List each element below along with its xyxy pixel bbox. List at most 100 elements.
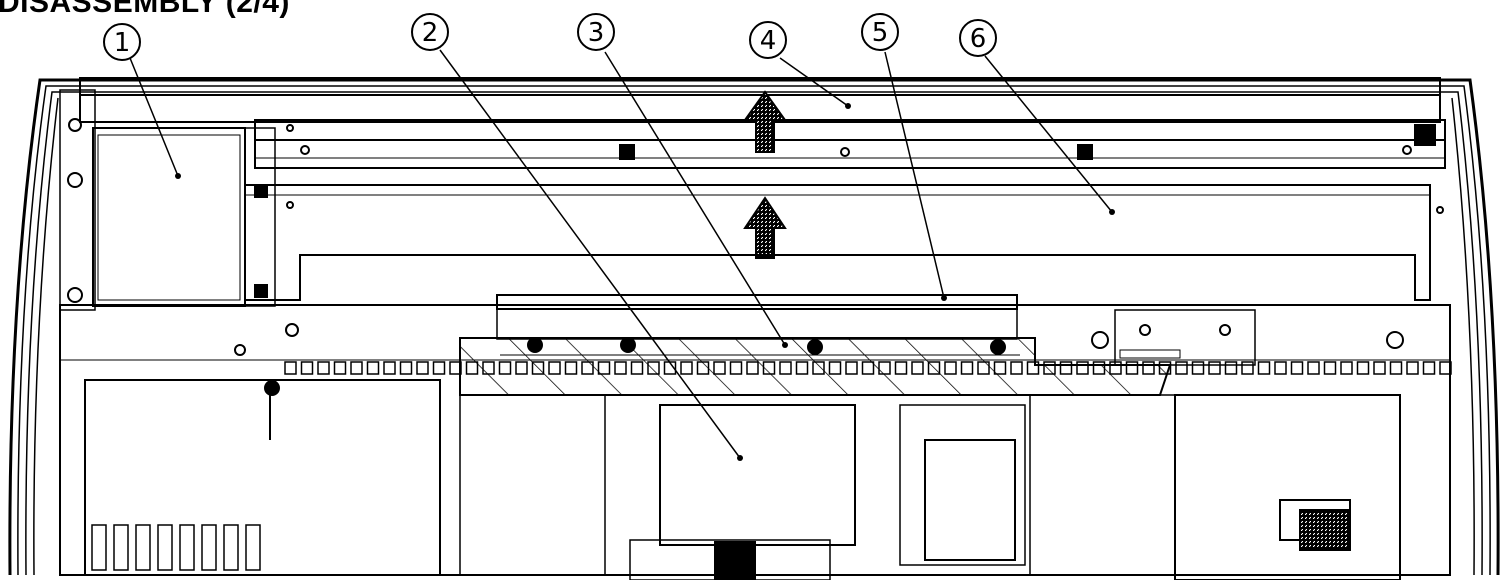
- page-title: DISASSEMBLY (2/4): [0, 0, 290, 19]
- key-slot: [911, 361, 924, 375]
- key-slot: [449, 361, 462, 375]
- key-slot: [482, 361, 495, 375]
- key-slot: [548, 361, 561, 375]
- key-slot: [515, 361, 528, 375]
- socket: [113, 524, 129, 571]
- key-slot: [1323, 361, 1337, 375]
- callout-label-4: 4: [760, 26, 777, 56]
- callout-5: 5: [861, 13, 899, 51]
- key-slot: [713, 361, 726, 375]
- key-slot: [1257, 361, 1271, 375]
- callout-1: 1: [103, 23, 141, 61]
- key-slot: [1026, 361, 1040, 375]
- key-slot: [779, 361, 792, 375]
- callout-label-1: 1: [114, 28, 131, 58]
- callout-3: 3: [577, 13, 615, 51]
- key-slot: [960, 361, 974, 375]
- key-slot: [1340, 361, 1353, 375]
- top-rail-assembly: [79, 77, 1446, 169]
- key-slot: [1290, 361, 1304, 375]
- key-slot: [1422, 361, 1436, 375]
- key-slot: [333, 361, 347, 375]
- socket: [179, 524, 195, 571]
- callout-label-5: 5: [872, 18, 889, 48]
- lift-arrow-lower: [743, 196, 787, 259]
- key-slot: [845, 361, 858, 375]
- key-slot: [680, 361, 693, 375]
- key-slot: [597, 361, 611, 375]
- key-slot: [1389, 361, 1403, 375]
- key-slot: [927, 361, 941, 375]
- callout-label-2: 2: [422, 18, 439, 48]
- socket: [135, 524, 151, 571]
- key-slot: [284, 361, 297, 375]
- key-slot: [1406, 361, 1419, 375]
- key-slot: [1059, 361, 1073, 375]
- key-slot: [647, 361, 660, 375]
- large-panel: [244, 184, 1444, 301]
- key-slot: [828, 361, 842, 375]
- key-slot: [1224, 361, 1238, 375]
- key-slot: [1010, 361, 1023, 375]
- key-slot: [746, 361, 759, 375]
- callout-6: 6: [959, 19, 997, 57]
- key-slot: [977, 361, 990, 375]
- socket: [91, 524, 107, 571]
- socket: [201, 524, 217, 571]
- key-slot: [366, 361, 380, 375]
- key-slot: [383, 361, 396, 375]
- key-slot: [878, 361, 891, 375]
- key-slot: [762, 361, 776, 375]
- socket: [223, 524, 239, 571]
- key-slot: [581, 361, 594, 375]
- leader-dots: [175, 103, 1115, 461]
- key-slot: [1191, 361, 1205, 375]
- callout-2: 2: [411, 13, 449, 51]
- key-slot: [614, 361, 627, 375]
- key-slot: [465, 361, 479, 375]
- key-slot: [1307, 361, 1320, 375]
- key-slot: [795, 361, 809, 375]
- key-slot: [1208, 361, 1221, 375]
- key-slot: [1076, 361, 1089, 375]
- key-slot: [630, 361, 644, 375]
- key-slot: [300, 361, 314, 375]
- key-slot: [993, 361, 1007, 375]
- key-slot: [1158, 361, 1172, 375]
- key-slot: [498, 361, 512, 375]
- key-slot: [1373, 361, 1386, 375]
- key-slot: [350, 361, 363, 375]
- key-slot: [416, 361, 429, 375]
- key-slot: [1241, 361, 1254, 375]
- callout-label-6: 6: [970, 24, 987, 54]
- key-slot: [432, 361, 446, 375]
- key-slot: [317, 361, 330, 375]
- key-slot: [894, 361, 908, 375]
- callout-4: 4: [749, 21, 787, 59]
- bottom-sockets: [91, 524, 261, 571]
- top-strip: [496, 294, 1018, 355]
- key-slot: [696, 361, 710, 375]
- key-slot: [1142, 361, 1155, 375]
- key-slot: [729, 361, 743, 375]
- lift-arrow-upper: [743, 90, 787, 153]
- key-slot: [812, 361, 825, 375]
- callout-label-3: 3: [588, 18, 605, 48]
- key-row: [284, 361, 1452, 375]
- key-slot: [531, 361, 545, 375]
- key-slot: [1356, 361, 1370, 375]
- socket: [245, 524, 261, 571]
- key-slot: [861, 361, 875, 375]
- socket: [157, 524, 173, 571]
- left-module: [59, 89, 276, 311]
- key-slot: [1125, 361, 1139, 375]
- key-slot: [399, 361, 413, 375]
- outer-housing: [8, 78, 1500, 576]
- key-slot: [944, 361, 957, 375]
- key-slot: [1274, 361, 1287, 375]
- key-slot: [1175, 361, 1188, 375]
- key-slot: [564, 361, 578, 375]
- key-slot: [1092, 361, 1106, 375]
- key-slot: [1043, 361, 1056, 375]
